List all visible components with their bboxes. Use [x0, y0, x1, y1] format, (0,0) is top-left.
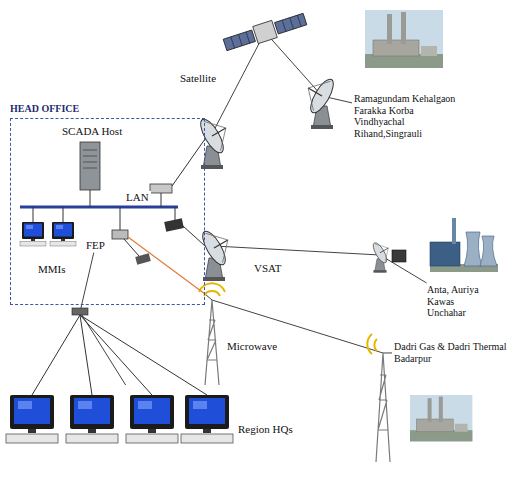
plant-picture: [430, 218, 498, 272]
station-group: Anta, Auriya Kawas Unchahar: [425, 283, 489, 320]
station-names: Ramagundam Kehalgaon Farakka Korba Vindh…: [354, 93, 464, 139]
lan-drop: [120, 207, 121, 230]
lan-bus: [20, 206, 178, 209]
modem-icon: [164, 218, 184, 232]
microwave-tower: [199, 283, 225, 385]
host-label: SCADA Host: [62, 125, 122, 138]
wire: [183, 226, 205, 246]
mmi-computer: [20, 222, 46, 246]
hub-icon: [72, 308, 88, 315]
mmi-node: MMIs: [36, 262, 68, 277]
illustration-part: [231, 32, 250, 48]
office-heading: HEAD OFFICE: [10, 103, 79, 115]
station-group: Dadri Gas & Dadri Thermal Badarpur: [392, 340, 518, 365]
link-line: [205, 294, 392, 353]
fep-node: FEP: [84, 238, 107, 253]
network-label: LAN: [124, 191, 151, 204]
region-label: Region HQs: [238, 423, 293, 436]
lan-drop: [63, 207, 64, 222]
office-boundary: HEAD OFFICESCADA HostFEPMMIs: [10, 118, 205, 305]
illustration-part: [376, 353, 390, 462]
computer-icon: [6, 395, 58, 443]
host-node: SCADA Host: [60, 124, 124, 139]
illustration-part: [452, 218, 456, 244]
link-label: VSAT: [252, 262, 284, 275]
wire: [172, 139, 205, 186]
mmi-label: MMIs: [38, 263, 66, 276]
wire: [32, 315, 207, 395]
wire: [124, 239, 139, 256]
modem-icon: [135, 253, 151, 264]
link-line: [205, 243, 427, 283]
computer-icon: [66, 395, 118, 443]
illustration-part: [282, 15, 301, 31]
uplink-dish: [196, 112, 235, 169]
illustration-part: [223, 30, 255, 51]
microwave-tower: [367, 334, 390, 462]
link-label: Satellite: [178, 72, 218, 85]
lan-drop: [175, 207, 176, 220]
remote-vsat-dish: [371, 238, 394, 272]
illustration-part: [199, 283, 225, 296]
station-names: Dadri Gas & Dadri Thermal Badarpur: [394, 341, 516, 364]
mmi-computer: [50, 222, 76, 246]
link-label: Microwave: [225, 340, 279, 353]
server-icon: [80, 142, 100, 190]
lan-drop: [33, 207, 34, 222]
illustration-part: [430, 242, 460, 266]
vsat-terminal: [392, 250, 406, 262]
computer-icon: [181, 395, 233, 443]
illustration-part: [275, 13, 307, 34]
router-icon: [150, 184, 172, 193]
illustration-part: [480, 236, 497, 266]
fep-label: FEP: [86, 239, 105, 252]
lan-drop: [90, 190, 91, 207]
wire: [128, 237, 205, 294]
server-slots: [83, 150, 97, 168]
illustration-part: [464, 232, 482, 266]
illustration-part: [367, 334, 377, 354]
region-group: Region HQs: [5, 385, 297, 466]
fep-device: [112, 230, 128, 239]
station-names: Anta, Auriya Kawas Unchahar: [427, 284, 487, 319]
plant-picture: [410, 395, 472, 441]
illustration-part: [253, 20, 278, 43]
satellite-icon: [222, 10, 307, 53]
computer-icon: [126, 395, 178, 443]
station-group: Ramagundam Kehalgaon Farakka Korba Vindh…: [352, 92, 466, 140]
remote-dish: [299, 72, 338, 129]
plant-picture: [365, 10, 443, 68]
illustration-part: [205, 300, 219, 385]
lan-drop: [161, 193, 162, 207]
